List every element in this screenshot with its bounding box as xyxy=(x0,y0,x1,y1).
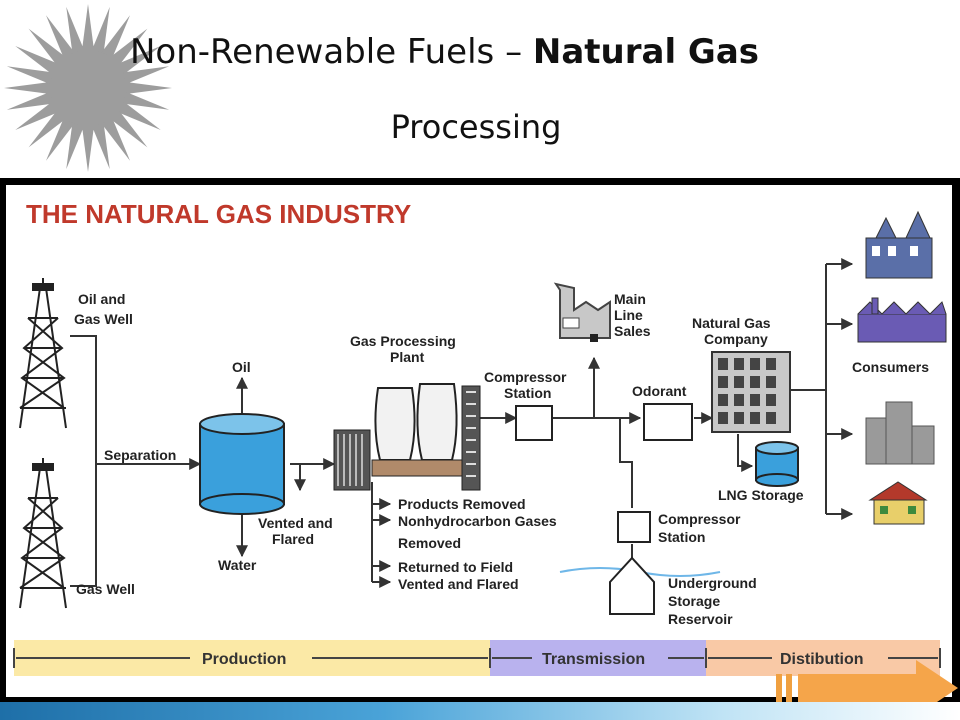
label-underground-3: Reservoir xyxy=(668,611,733,627)
sun-logo-icon xyxy=(4,4,172,172)
label-compressor-1a: Compressor xyxy=(484,369,567,385)
label-underground-1: Underground xyxy=(668,575,757,591)
label-oil: Oil xyxy=(232,359,251,375)
gas-processing-plant-icon xyxy=(333,383,481,491)
label-main-line-1: Main xyxy=(614,291,646,307)
label-consumers: Consumers xyxy=(852,359,929,375)
label-returned-1: Returned to Field xyxy=(398,559,513,575)
underground-storage-icon xyxy=(559,544,721,615)
slide-title: Non-Renewable Fuels – Natural Gas xyxy=(130,32,850,72)
label-returned-2: Vented and Flared xyxy=(398,576,519,592)
factory-icon xyxy=(553,282,611,342)
commercial-building-icon xyxy=(865,401,935,465)
footer-bar xyxy=(0,702,960,720)
band-transmission-label: Transmission xyxy=(542,651,645,668)
label-compressor-2b: Station xyxy=(658,529,705,545)
band-distribution-label: Distibution xyxy=(780,651,864,668)
slide-title-bold: Natural Gas xyxy=(532,32,760,72)
house-icon xyxy=(868,481,928,525)
compressor-station-2-box xyxy=(617,511,651,543)
label-oil-gas-well-2: Gas Well xyxy=(74,311,133,327)
label-products-removed: Products Removed xyxy=(398,496,526,512)
label-vented-flared-1: Vented and xyxy=(258,515,333,531)
label-ng-company-1: Natural Gas xyxy=(692,315,771,331)
compressor-station-box xyxy=(515,405,553,441)
label-separation: Separation xyxy=(104,447,176,463)
natural-gas-industry-diagram: THE NATURAL GAS INDUSTRY xyxy=(13,199,947,676)
oil-derrick-icon xyxy=(19,278,67,429)
label-lng-storage: LNG Storage xyxy=(718,487,804,503)
diagram-heading: THE NATURAL GAS INDUSTRY xyxy=(26,199,411,229)
next-arrow-icon[interactable] xyxy=(776,660,960,712)
slide-title-plain: Non-Renewable Fuels – xyxy=(130,32,533,72)
industrial-building-icon xyxy=(857,297,947,343)
label-ng-company-2: Company xyxy=(704,331,768,347)
label-gas-processing-2: Plant xyxy=(390,349,425,365)
label-nonhydrocarbon-1: Nonhydrocarbon Gases xyxy=(398,513,557,529)
gas-derrick-icon xyxy=(19,458,67,609)
separator-tank-icon xyxy=(199,413,285,515)
odorant-box xyxy=(643,403,693,441)
band-production-label: Production xyxy=(202,651,286,668)
label-water: Water xyxy=(218,557,257,573)
label-odorant: Odorant xyxy=(632,383,687,399)
residential-building-icon xyxy=(865,210,933,279)
gas-company-building-icon xyxy=(711,351,791,433)
label-underground-2: Storage xyxy=(668,593,720,609)
label-main-line-3: Sales xyxy=(614,323,651,339)
label-oil-gas-well-1: Oil and xyxy=(78,291,125,307)
slide-subtitle: Processing xyxy=(390,108,562,146)
label-gas-well: Gas Well xyxy=(76,581,135,597)
label-gas-processing-1: Gas Processing xyxy=(350,333,456,349)
label-compressor-1b: Station xyxy=(504,385,551,401)
label-main-line-2: Line xyxy=(614,307,643,323)
lng-tank-icon xyxy=(755,441,799,487)
label-compressor-2a: Compressor xyxy=(658,511,741,527)
label-nonhydrocarbon-2: Removed xyxy=(398,535,461,551)
label-vented-flared-2: Flared xyxy=(272,531,314,547)
